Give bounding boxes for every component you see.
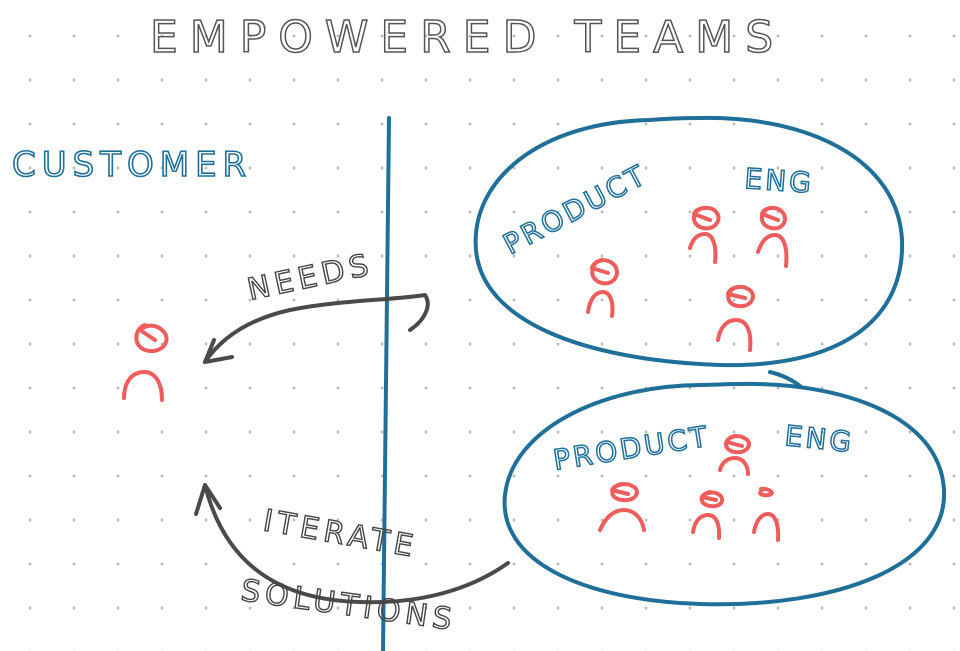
team-1-product-label: PRODUCT [498,158,653,261]
solutions-label: SOLUTIONS [239,573,459,638]
needs-arrowhead [203,338,234,364]
iterate-arrowhead [194,483,222,516]
team-1-boundary [473,115,905,368]
customer-label: CUSTOMER [12,145,252,185]
needs-label: NEEDS [244,247,376,308]
team-1-eng-label: ENG [744,162,815,200]
iterate-label: ITERATE [261,503,421,565]
customer-person-icon [122,323,169,402]
team-1-person-icon [716,284,755,352]
team-1-person-icon [586,258,619,318]
team-2-boundary [502,381,947,607]
team-2-person-icon [718,434,751,476]
team-2-person-icon [691,490,725,540]
team-2-eng-label: ENG [783,419,855,459]
page-title: EMPOWERED TEAMS [150,12,785,63]
team-2-person-icon [598,482,646,532]
iterate-arrow [203,483,510,605]
team-2-person-icon [752,486,781,542]
team-connector-line [768,370,802,388]
team-1-person-icon [688,205,721,264]
team-1-person-icon [756,205,789,268]
customer-divider-line [381,116,391,651]
team-2-product-label: PRODUCT [551,420,712,477]
needs-arrow [203,293,430,364]
